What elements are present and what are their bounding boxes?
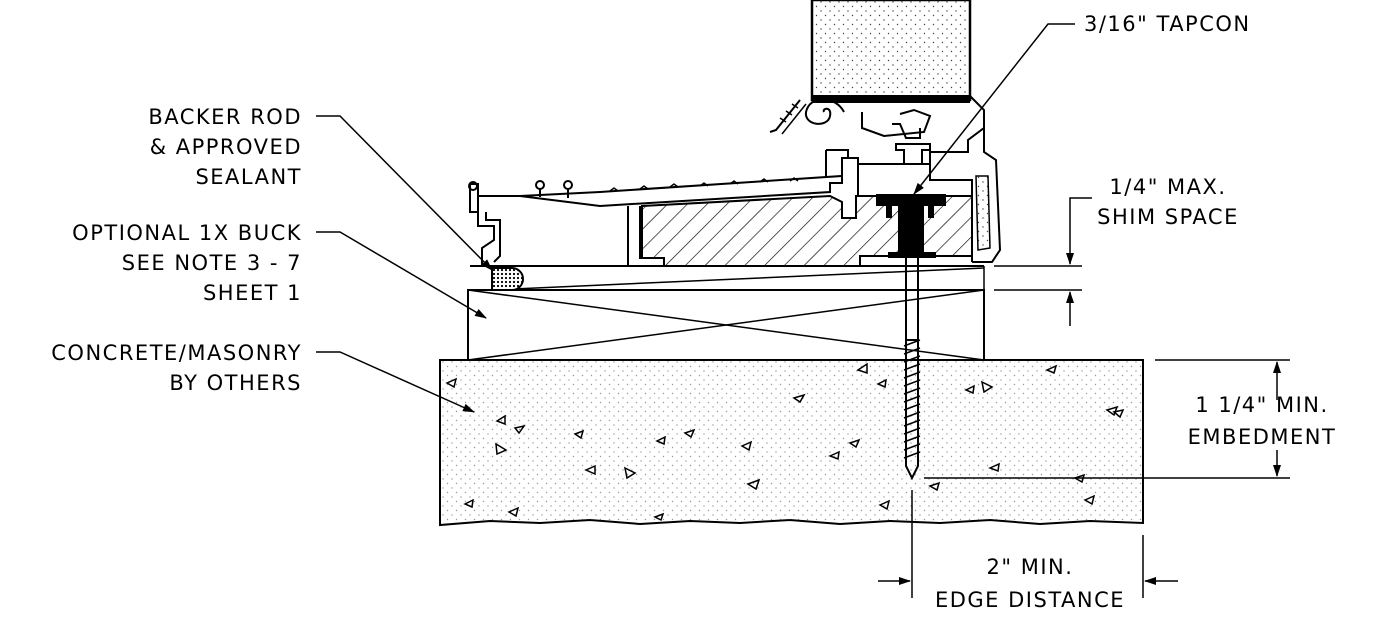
buck-label-line1: OPTIONAL 1X BUCK [72,221,302,245]
shim-space-dimension [994,197,1092,326]
tapcon-anchor [876,194,946,481]
concrete-slab [439,359,1144,527]
concrete-label-line1: CONCRETE/MASONRY [51,341,302,365]
edge-label-line2: EDGE DISTANCE [935,588,1125,612]
glass-panel [769,0,985,135]
edge-distance-dimension [878,490,1178,598]
wood-buck [467,289,985,361]
buck-label-line2: SEE NOTE 3 - 7 [122,251,302,275]
embedment-label-line2: EMBEDMENT [1188,425,1337,449]
concrete-label-line2: BY OTHERS [169,371,302,395]
embedment-dimension [924,359,1290,479]
leaders [316,23,1075,413]
buck-label-line3: SHEET 1 [203,281,302,305]
backer-rod-sealant [491,267,524,291]
tapcon-label: 3/16" TAPCON [1084,12,1251,36]
shim-label-line2: SHIM SPACE [1097,205,1239,229]
embedment-label-line1: 1 1/4" MIN. [1195,393,1328,417]
backer-rod-label-line2: & APPROVED [150,135,302,159]
backer-rod-label-line3: SEALANT [195,165,302,189]
backer-rod-label-line1: BACKER ROD [148,105,302,129]
aggregate-marks [445,362,1125,522]
edge-label-line1: 2" MIN. [987,555,1074,579]
shim-label-line1: 1/4" MAX. [1109,175,1226,199]
